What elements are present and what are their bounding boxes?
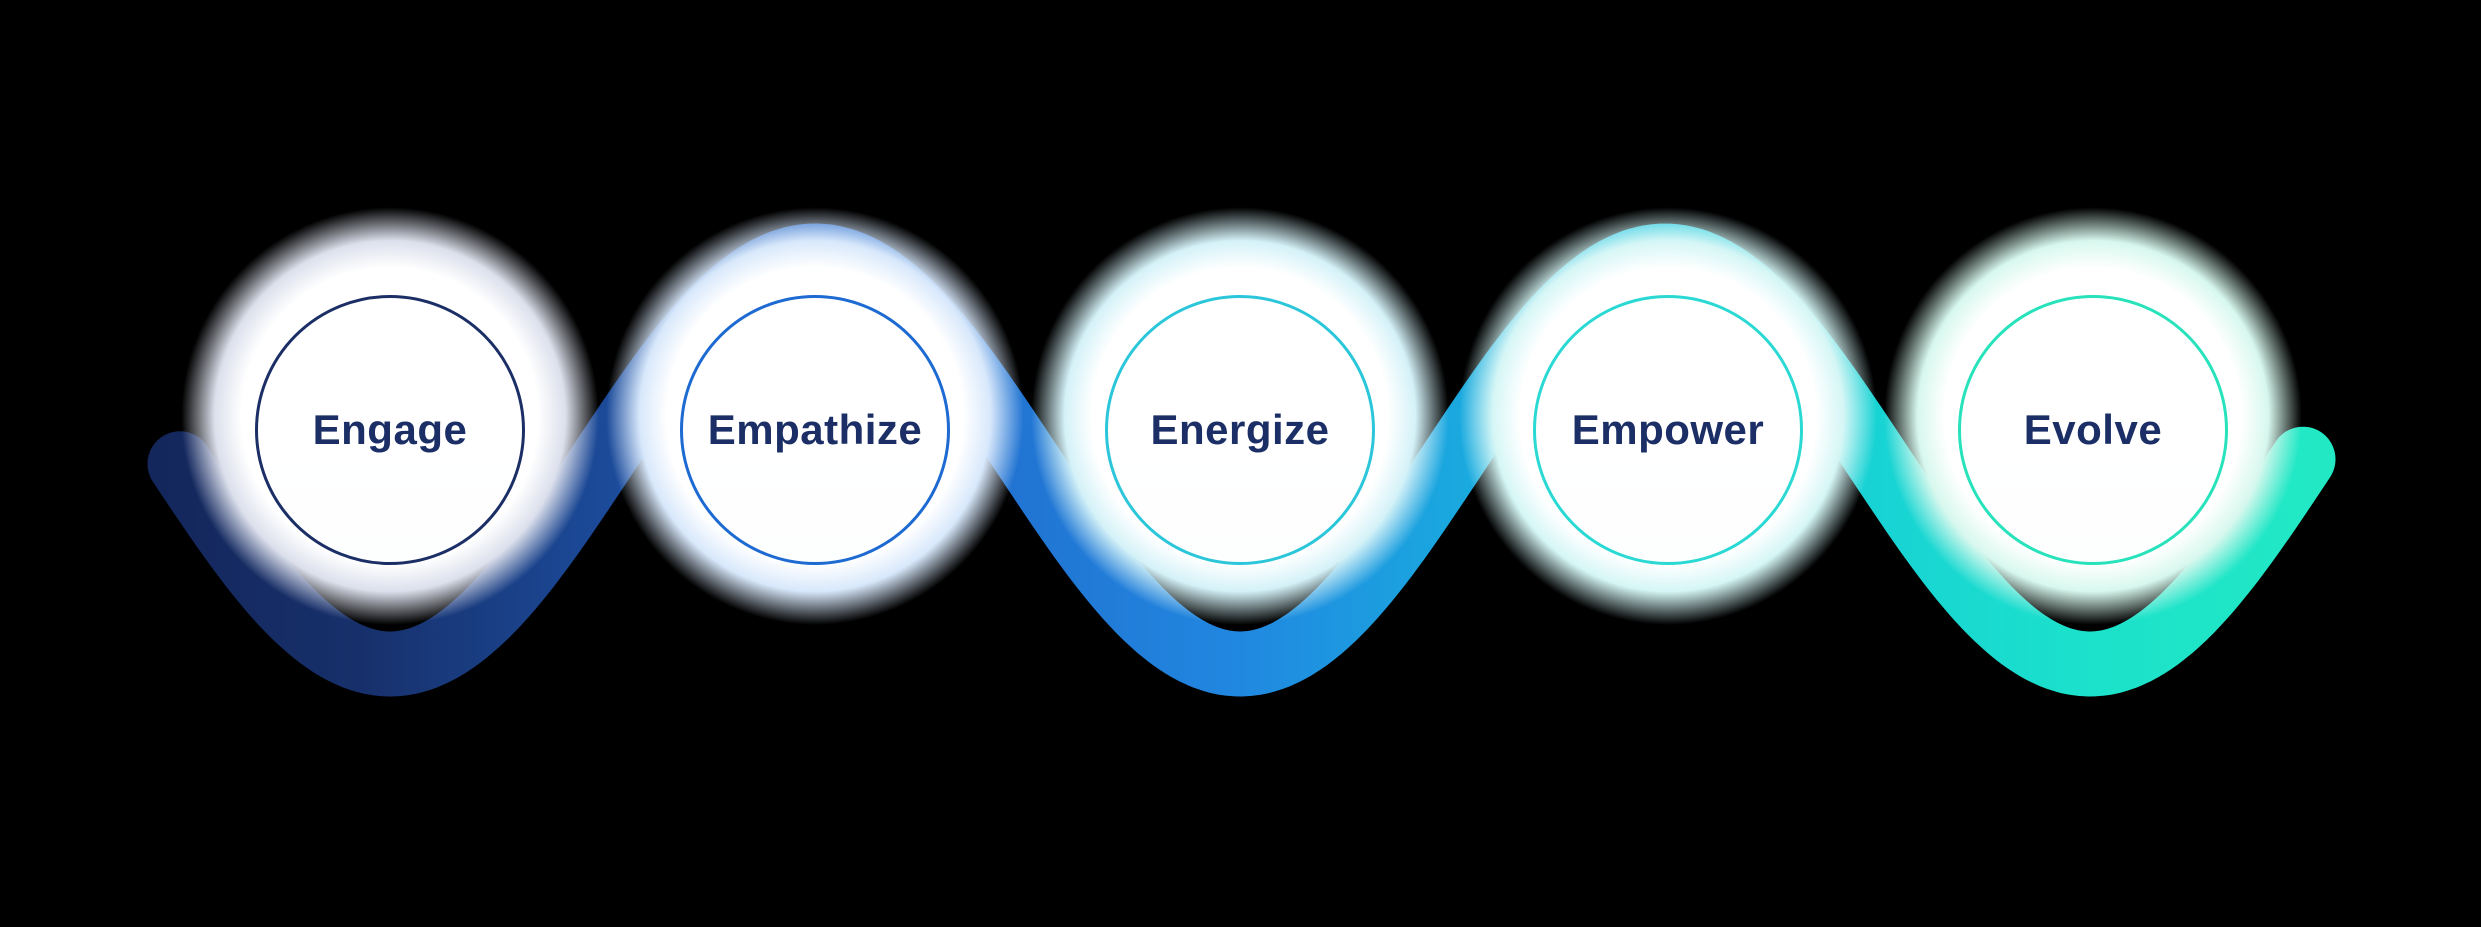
step-energize-circle: Energize xyxy=(1105,295,1375,565)
step-evolve-circle: Evolve xyxy=(1958,295,2228,565)
step-empathize-circle: Empathize xyxy=(680,295,950,565)
step-engage-label: Engage xyxy=(312,406,468,453)
step-empower-label: Empower xyxy=(1571,406,1765,453)
step-evolve-label: Evolve xyxy=(2023,406,2163,453)
step-engage-circle: Engage xyxy=(255,295,525,565)
step-empathize-label: Empathize xyxy=(707,406,923,453)
step-energize-label: Energize xyxy=(1150,406,1330,453)
step-empower-circle: Empower xyxy=(1533,295,1803,565)
